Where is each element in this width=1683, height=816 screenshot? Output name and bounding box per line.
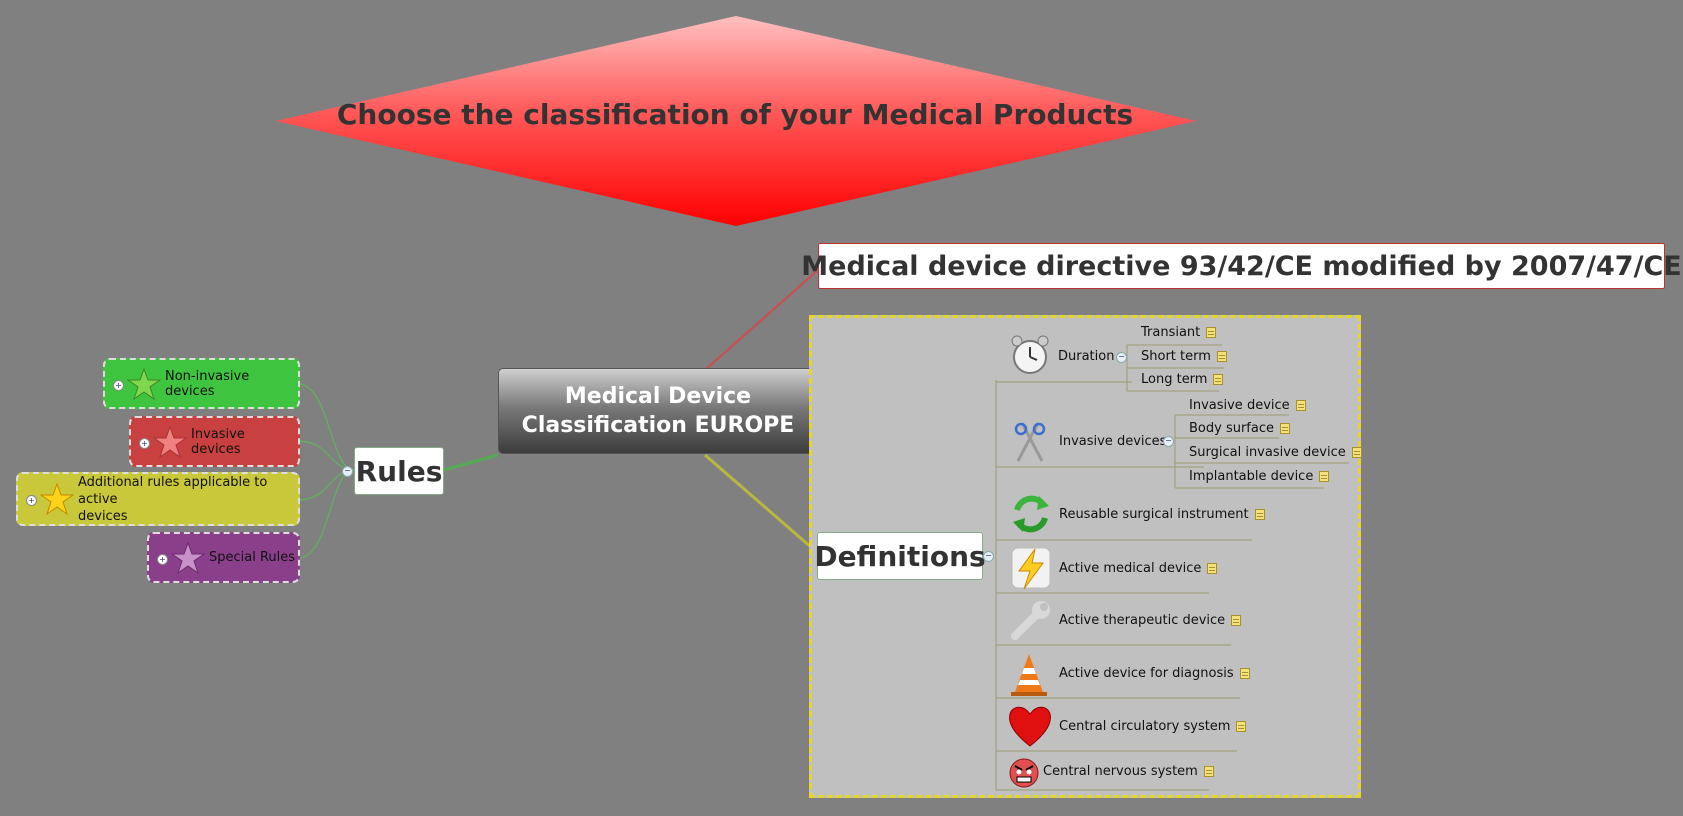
rule-label: Special Rules [209, 550, 296, 565]
note-icon[interactable] [1254, 509, 1265, 520]
invasive-devices-node[interactable]: Invasive devices [1059, 434, 1166, 449]
rule-label: Non-invasive devices [165, 368, 250, 399]
rule-special-rules[interactable]: + Special Rules [147, 532, 300, 583]
duration-transiant[interactable]: Transiant [1141, 325, 1217, 340]
expand-icon[interactable]: + [113, 380, 124, 391]
leaf-label: Active therapeutic device [1059, 613, 1226, 628]
central-circulatory-system[interactable]: Central circulatory system [1059, 719, 1247, 734]
rule-label-line1: Additional rules applicable to active [78, 474, 268, 507]
rule-label: Invasive devices [191, 426, 245, 457]
yellow-star-icon [40, 482, 74, 516]
heart-icon [1009, 706, 1051, 747]
expand-icon[interactable]: + [139, 438, 150, 449]
note-icon[interactable] [1206, 327, 1217, 338]
leaf-label: Body surface [1189, 421, 1274, 436]
note-icon[interactable] [1295, 400, 1306, 411]
note-icon[interactable] [1231, 615, 1242, 626]
leaf-label: Transiant [1141, 325, 1201, 340]
active-therapeutic-device[interactable]: Active therapeutic device [1059, 613, 1242, 628]
central-topic-line2: Classification EUROPE [521, 413, 795, 438]
invasive-implantable-device[interactable]: Implantable device [1189, 469, 1330, 484]
title-diamond [276, 16, 1196, 226]
rule-non-invasive-devices[interactable]: + Non-invasive devices [103, 358, 300, 409]
duration-long-term[interactable]: Long term [1141, 372, 1224, 387]
definitions-topic[interactable]: Definitions [814, 532, 986, 580]
duration-label: Duration [1058, 349, 1115, 364]
duration-short-term[interactable]: Short term [1141, 349, 1227, 364]
expand-icon[interactable]: + [157, 554, 168, 565]
leaf-label: Short term [1141, 349, 1211, 364]
central-nervous-system[interactable]: Central nervous system [1043, 764, 1214, 779]
rule-invasive-devices[interactable]: + Invasive devices [129, 416, 300, 467]
leaf-label: Reusable surgical instrument [1059, 507, 1249, 522]
invasive-body-surface[interactable]: Body surface [1189, 421, 1290, 436]
leaf-label: Long term [1141, 372, 1208, 387]
recycle-arrows-icon [1013, 495, 1049, 533]
active-device-for-diagnosis[interactable]: Active device for diagnosis [1059, 666, 1250, 681]
active-medical-device[interactable]: Active medical device [1059, 561, 1218, 576]
scissors-icon [1014, 422, 1046, 462]
rules-collapse-icon[interactable]: − [342, 466, 353, 477]
note-icon[interactable] [1351, 447, 1362, 458]
note-icon[interactable] [1216, 351, 1227, 362]
leaf-label: Active medical device [1059, 561, 1202, 576]
green-star-icon [127, 367, 161, 400]
leaf-label: Implantable device [1189, 469, 1314, 484]
note-icon[interactable] [1239, 668, 1250, 679]
page-title: Choose the classification of your Medica… [336, 98, 1134, 131]
reusable-surgical-instrument[interactable]: Reusable surgical instrument [1059, 507, 1265, 522]
duration-collapse-icon[interactable]: − [1116, 352, 1127, 363]
note-icon[interactable] [1319, 471, 1330, 482]
duration-node[interactable]: Duration [1058, 349, 1114, 364]
note-icon[interactable] [1280, 423, 1290, 434]
red-star-icon [153, 425, 187, 458]
rule-additional-active-devices[interactable]: + Additional rules applicable to active … [16, 472, 300, 526]
rules-topic[interactable]: Rules [354, 447, 444, 495]
note-icon[interactable] [1203, 766, 1214, 777]
leaf-label: Active device for diagnosis [1059, 666, 1234, 681]
rule-label: Additional rules applicable to active de… [78, 474, 298, 525]
leaf-label: Invasive device [1189, 398, 1290, 413]
angry-face-icon [1009, 758, 1039, 788]
rule-label-line2: devices [78, 508, 128, 524]
definitions-branch-lines [995, 344, 1349, 791]
lightning-icon [1011, 547, 1051, 590]
central-topic-line1: Medical Device [564, 384, 752, 409]
wrench-icon [1011, 601, 1050, 640]
central-topic[interactable]: Medical Device Classification EUROPE [498, 368, 818, 454]
note-icon[interactable] [1207, 563, 1218, 574]
leaf-label: Central circulatory system [1059, 719, 1231, 734]
directive-node[interactable]: Medical device directive 93/42/CE modifi… [801, 243, 1682, 289]
definitions-collapse-icon[interactable]: − [983, 551, 994, 562]
alarm-clock-icon [1011, 335, 1049, 374]
invasive-collapse-icon[interactable]: − [1163, 436, 1174, 447]
traffic-cone-icon [1011, 654, 1047, 696]
leaf-label: Surgical invasive device [1189, 445, 1346, 460]
invasive-devices-label: Invasive devices [1059, 434, 1167, 449]
invasive-invasive-device[interactable]: Invasive device [1189, 398, 1306, 413]
note-icon[interactable] [1213, 374, 1224, 385]
purple-star-icon [171, 541, 205, 574]
expand-icon[interactable]: + [26, 495, 37, 506]
invasive-surgical-invasive-device[interactable]: Surgical invasive device [1189, 445, 1362, 460]
leaf-label: Central nervous system [1043, 764, 1198, 779]
note-icon[interactable] [1236, 721, 1247, 732]
